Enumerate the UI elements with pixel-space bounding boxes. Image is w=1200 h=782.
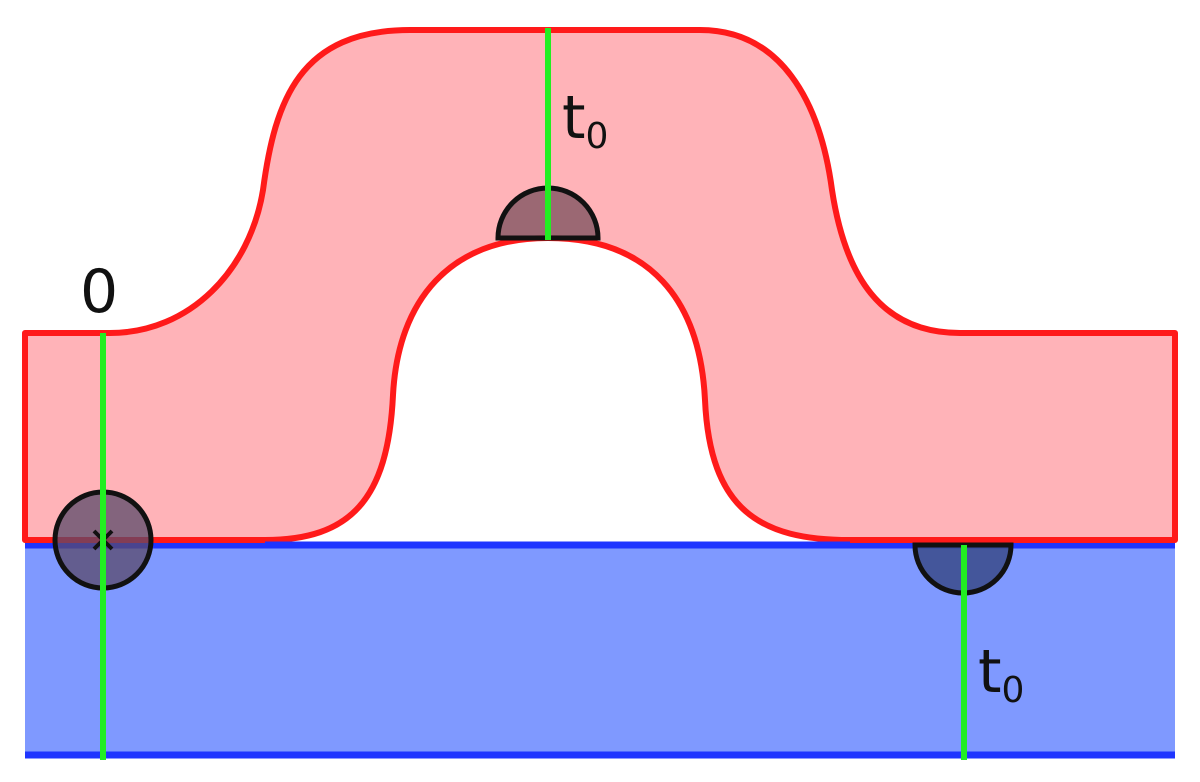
label-start: 0 — [80, 257, 118, 327]
label-top-sub: 0 — [586, 116, 609, 157]
label-bottom: t0 — [978, 637, 1024, 711]
label-top: t0 — [562, 83, 608, 157]
red-band — [22, 27, 1178, 543]
label-top-main: t — [562, 83, 586, 153]
label-bottom-main: t — [978, 637, 1002, 707]
label-bottom-sub: 0 — [1002, 670, 1025, 711]
